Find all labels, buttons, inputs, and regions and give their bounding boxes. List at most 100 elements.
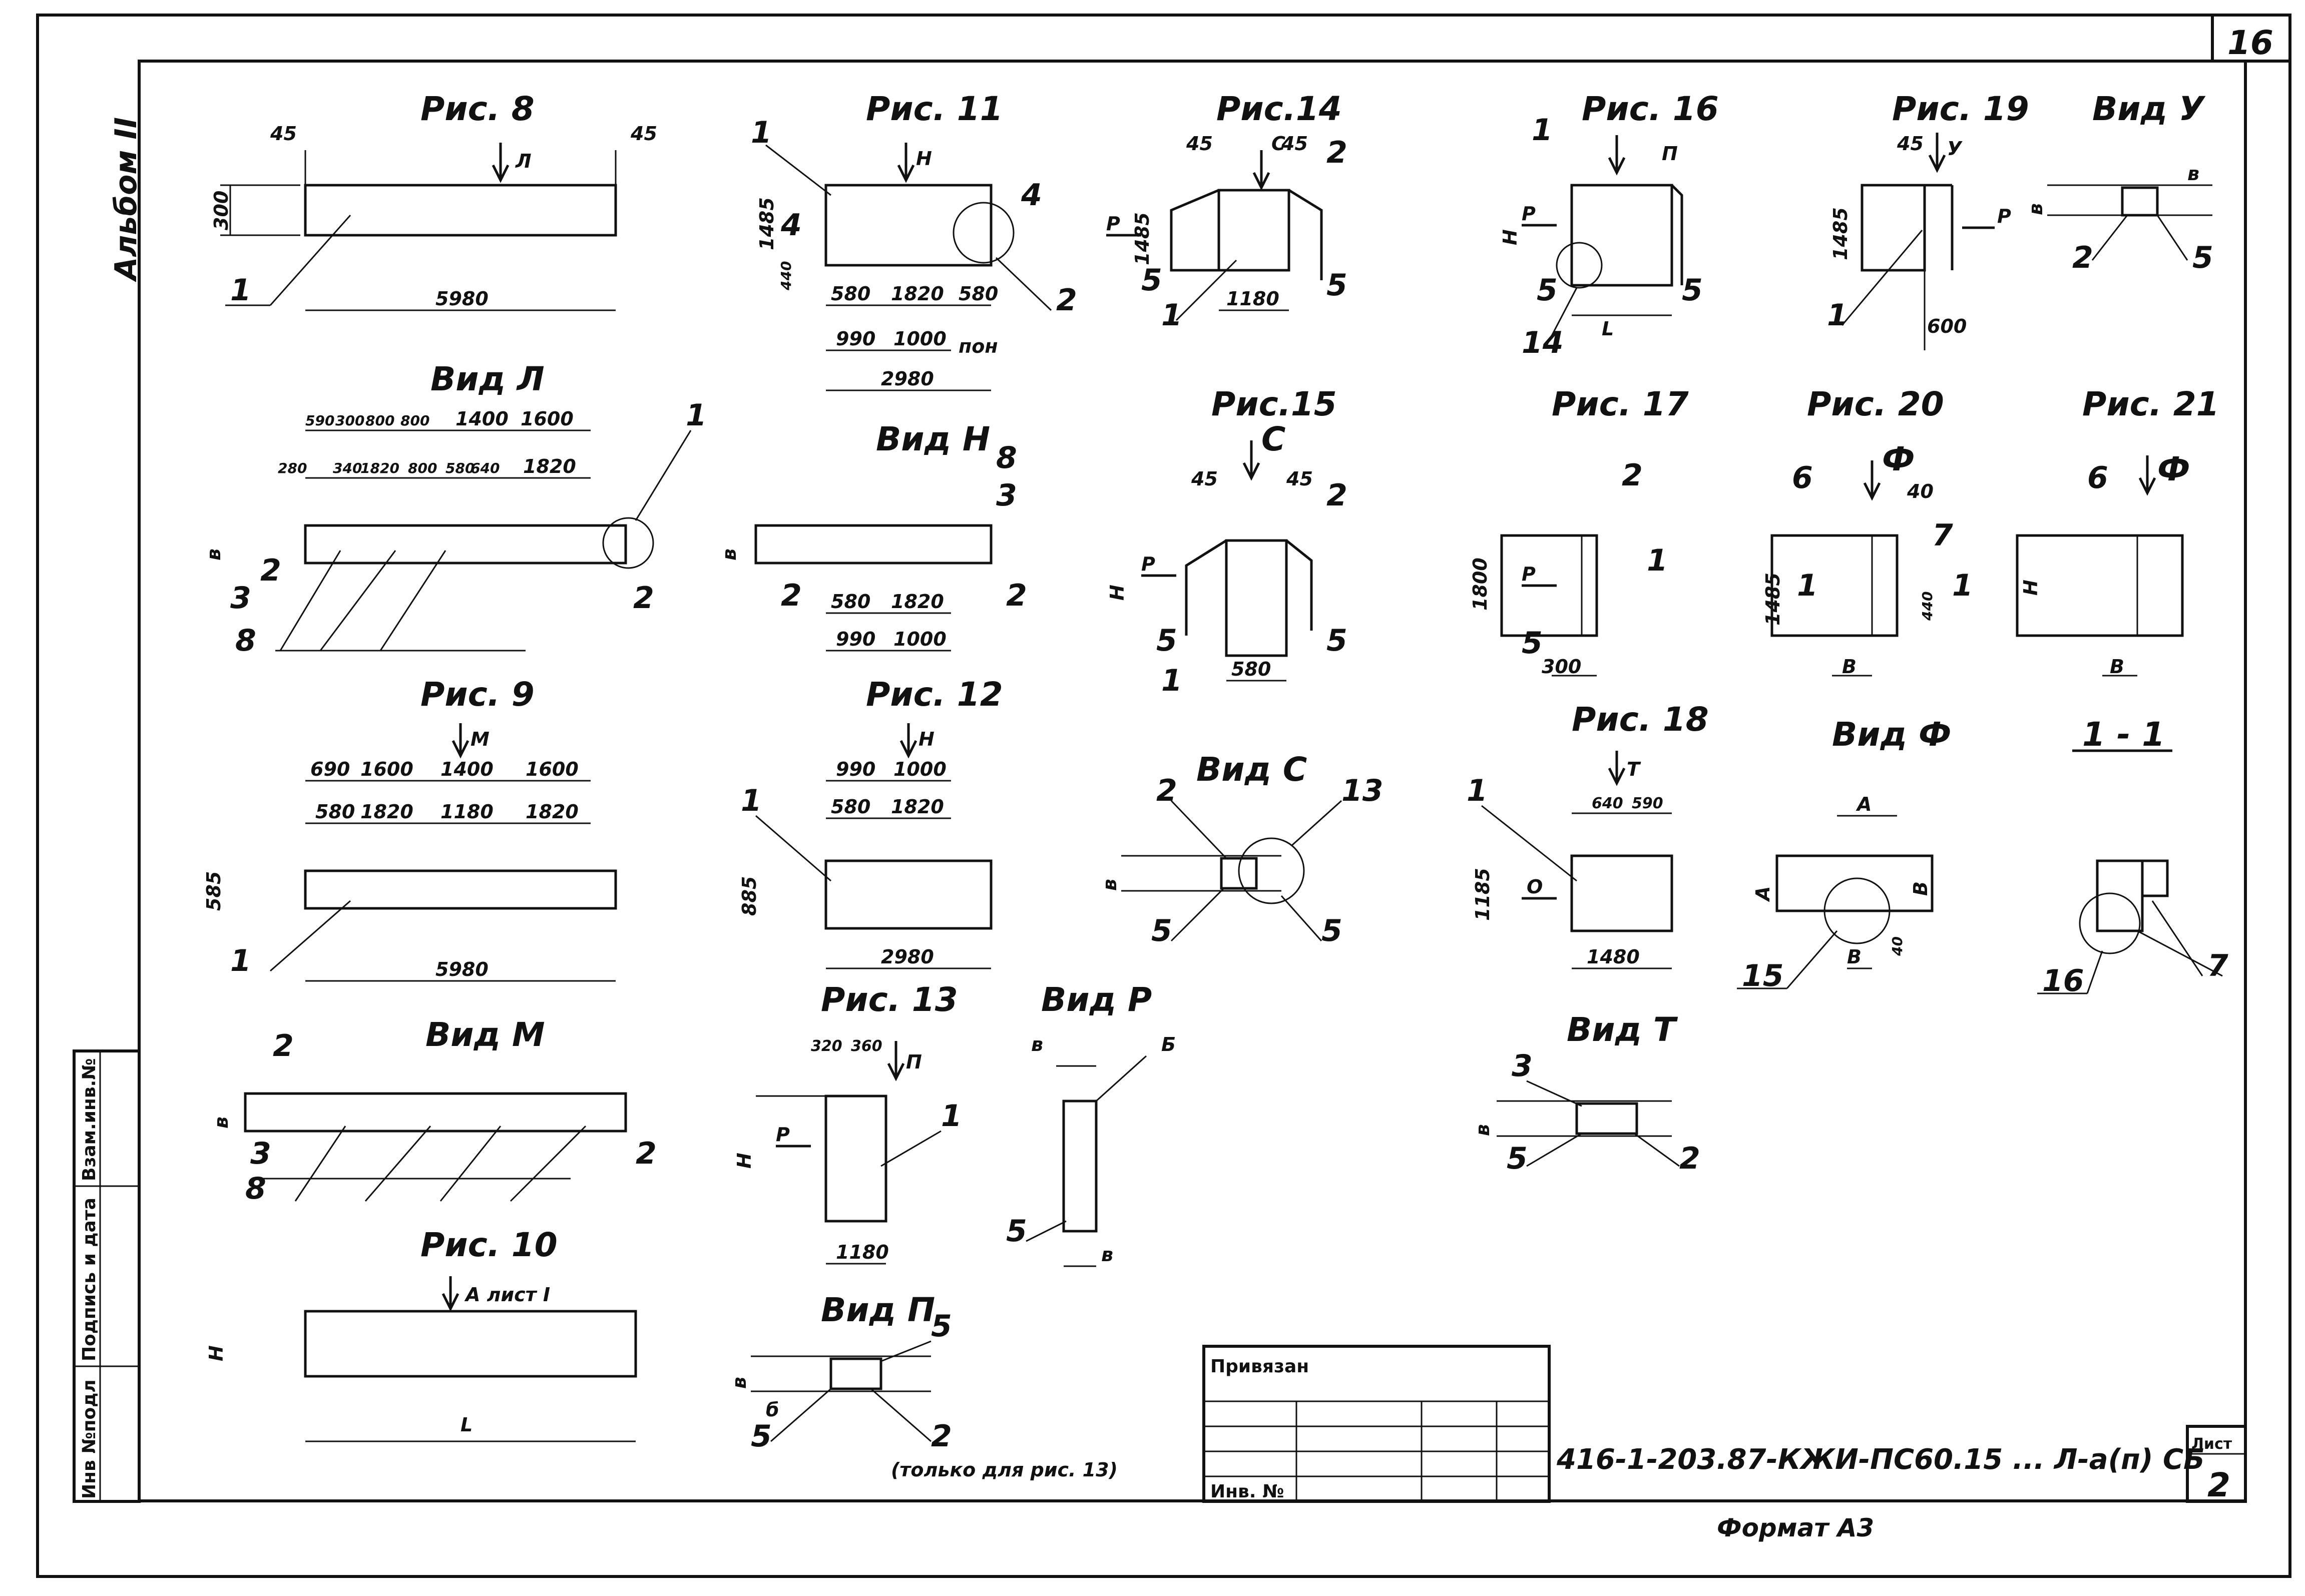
svg-text:П: П	[906, 1051, 922, 1073]
svg-text:45: 45	[1191, 468, 1218, 490]
svg-text:1820: 1820	[523, 455, 576, 477]
svg-text:5: 5	[2192, 240, 2213, 275]
svg-text:885: 885	[738, 876, 760, 916]
svg-text:5: 5	[1522, 626, 1543, 661]
svg-text:L: L	[460, 1414, 473, 1436]
svg-text:2: 2	[1679, 1141, 1700, 1176]
svg-text:в: в	[718, 549, 740, 561]
svg-text:5: 5	[931, 1309, 952, 1344]
svg-text:300: 300	[335, 412, 364, 429]
svg-text:1600: 1600	[526, 758, 579, 780]
svg-text:М: М	[471, 728, 490, 750]
svg-text:1: 1	[1161, 663, 1182, 698]
svg-text:1: 1	[1467, 773, 1488, 808]
svg-text:Вид У: Вид У	[2092, 90, 2206, 128]
svg-text:580: 580	[831, 796, 870, 818]
svg-text:Вид Р: Вид Р	[1041, 980, 1152, 1019]
svg-text:Н: Н	[733, 1153, 755, 1169]
svg-text:580: 580	[1231, 658, 1271, 680]
svg-text:2: 2	[273, 1028, 294, 1063]
svg-text:Рис. 16: Рис. 16	[1582, 90, 1719, 128]
svg-text:1485: 1485	[1762, 573, 1784, 626]
svg-text:440: 440	[778, 261, 794, 291]
svg-text:В: В	[1910, 881, 1932, 896]
svg-text:5: 5	[1682, 273, 1703, 308]
view-vid-m: Вид М в 2 3 8 2	[210, 1015, 657, 1206]
svg-text:3: 3	[250, 1136, 271, 1171]
svg-text:280: 280	[278, 460, 307, 476]
svg-text:1000: 1000	[893, 328, 947, 350]
svg-text:8: 8	[996, 440, 1017, 475]
svg-text:в: в	[203, 549, 225, 561]
figure-ris-9: Рис. 9 М 690 1600 1400 1600 580 1820 118…	[203, 675, 617, 982]
svg-text:в: в	[1099, 879, 1121, 891]
svg-text:3: 3	[996, 478, 1017, 513]
svg-text:Р: Р	[1997, 205, 2011, 227]
svg-text:640: 640	[471, 460, 500, 476]
svg-text:Вид Л: Вид Л	[430, 360, 545, 398]
svg-text:П: П	[1662, 143, 1678, 165]
svg-text:(только для рис. 13): (только для рис. 13)	[891, 1459, 1118, 1481]
svg-text:13: 13	[1341, 773, 1384, 808]
designation: 416-1-203.87-КЖИ-ПС60.15 ... Л-а(п) СБ	[1556, 1443, 2205, 1476]
svg-text:1: 1	[686, 398, 707, 433]
svg-text:1: 1	[1161, 298, 1182, 333]
svg-text:1820: 1820	[526, 801, 579, 823]
svg-text:590: 590	[1632, 795, 1663, 812]
svg-text:6: 6	[1792, 460, 1813, 495]
svg-text:В: В	[1847, 946, 1862, 968]
svg-text:1485: 1485	[1131, 212, 1153, 265]
svg-text:2: 2	[633, 581, 654, 616]
svg-text:в: в	[1031, 1033, 1043, 1055]
svg-text:Р: Р	[1141, 553, 1155, 575]
svg-text:16: 16	[2042, 963, 2084, 998]
svg-text:Вид С: Вид С	[1196, 750, 1307, 789]
svg-text:2: 2	[1326, 135, 1347, 170]
svg-text:990: 990	[836, 328, 875, 350]
svg-text:1480: 1480	[1587, 946, 1640, 968]
svg-text:1: 1	[230, 943, 251, 978]
svg-text:6: 6	[2087, 460, 2108, 495]
svg-text:5: 5	[751, 1419, 772, 1454]
svg-text:Н: Н	[2020, 580, 2042, 596]
svg-text:Вид Ф: Вид Ф	[1832, 715, 1951, 754]
svg-text:В: В	[1842, 656, 1857, 678]
privyazan-label: Привязан	[1210, 1356, 1309, 1377]
svg-text:1600: 1600	[360, 758, 413, 780]
svg-text:С: С	[1271, 133, 1285, 155]
svg-text:Рис. 17: Рис. 17	[1552, 385, 1689, 423]
svg-text:8: 8	[235, 623, 256, 658]
svg-text:Рис. 13: Рис. 13	[821, 980, 958, 1019]
svg-text:Ф: Ф	[1882, 440, 1915, 478]
svg-text:1 - 1: 1 - 1	[2082, 715, 2165, 754]
svg-text:8: 8	[245, 1171, 266, 1206]
svg-text:в: в	[2187, 163, 2199, 185]
svg-text:1820: 1820	[891, 283, 944, 305]
svg-text:А: А	[1752, 886, 1774, 902]
svg-text:640: 640	[1592, 795, 1623, 812]
view-vid-t: Вид Т в 3 5 2	[1472, 1010, 1700, 1176]
svg-text:5: 5	[1006, 1214, 1027, 1249]
svg-text:360: 360	[851, 1037, 882, 1055]
svg-text:2: 2	[781, 578, 802, 613]
svg-text:990: 990	[836, 628, 875, 650]
svg-text:2: 2	[931, 1419, 952, 1454]
svg-text:в: в	[1101, 1244, 1113, 1266]
svg-text:1485: 1485	[756, 197, 778, 250]
view-vid-p: Вид П в б 5 5 2 (только для рис. 13)	[728, 1291, 1118, 1481]
svg-text:5980: 5980	[435, 958, 489, 980]
svg-text:Р: Р	[1522, 203, 1536, 225]
svg-text:2: 2	[1622, 458, 1643, 493]
svg-text:L: L	[1602, 318, 1614, 340]
svg-text:800: 800	[365, 412, 394, 429]
svg-text:Вид П: Вид П	[821, 1291, 935, 1329]
svg-text:в: в	[728, 1377, 750, 1389]
svg-text:2: 2	[1006, 578, 1027, 613]
svg-text:1: 1	[1647, 543, 1668, 578]
figure-ris-20: Рис. 20 Ф 40 1485 440 В 6 7 1 1	[1762, 385, 1973, 678]
svg-text:Р: Р	[776, 1124, 790, 1146]
svg-text:3: 3	[1512, 1048, 1533, 1084]
title-block: Привязан Инв. № Лист 2 416-1-203.87-КЖИ-…	[1202, 1345, 2247, 1542]
svg-text:Б: Б	[1161, 1033, 1176, 1055]
svg-text:1800: 1800	[1469, 558, 1491, 611]
